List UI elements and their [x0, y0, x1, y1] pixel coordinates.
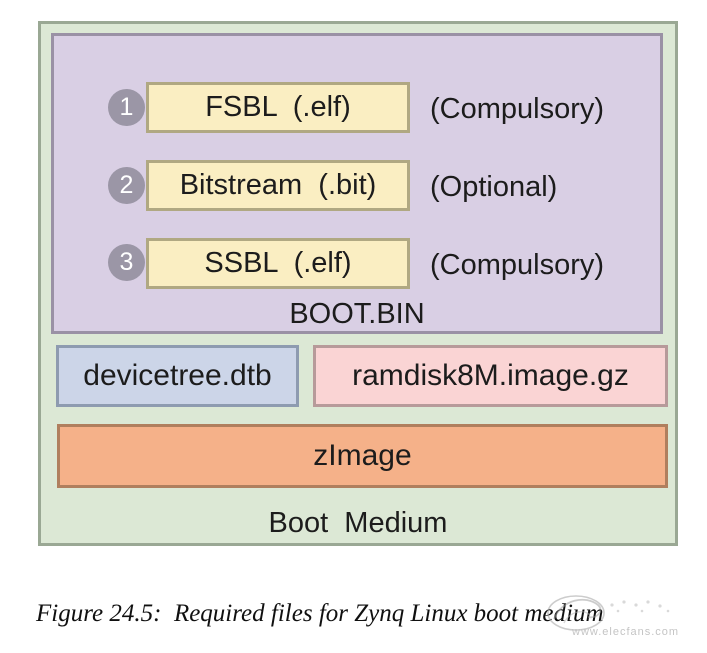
file-box-fsbl[interactable]: FSBL (.elf)	[146, 82, 410, 133]
file-box-ramdisk[interactable]: ramdisk8M.image.gz	[313, 345, 668, 407]
boot-bin-label: BOOT.BIN	[289, 298, 425, 330]
boot-bin-panel: 1 FSBL (.elf) (Compulsory) 2 Bitstream (…	[51, 33, 663, 334]
file-box-zimage[interactable]: zImage	[57, 424, 668, 488]
requirement-label-fsbl: (Compulsory)	[430, 93, 605, 125]
file-box-ssbl[interactable]: SSBL (.elf)	[146, 238, 410, 289]
boot-medium-label: Boot Medium	[268, 507, 448, 539]
step-badge-2: 2	[108, 167, 145, 204]
boot-medium-panel: 1 FSBL (.elf) (Compulsory) 2 Bitstream (…	[38, 21, 678, 546]
file-box-devicetree[interactable]: devicetree.dtb	[56, 345, 299, 407]
requirement-label-ssbl: (Compulsory)	[430, 249, 605, 281]
figure-caption: Figure 24.5: Required files for Zynq Lin…	[36, 600, 604, 627]
step-badge-3: 3	[108, 244, 145, 281]
requirement-label-bitstream: (Optional)	[430, 171, 558, 203]
step-badge-1: 1	[108, 89, 145, 126]
file-box-bitstream[interactable]: Bitstream (.bit)	[146, 160, 410, 211]
